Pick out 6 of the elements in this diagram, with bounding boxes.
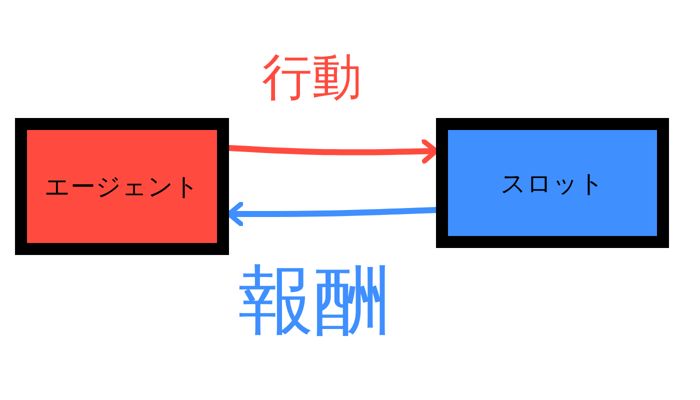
process-box	[436, 118, 669, 248]
edge-label: 行動	[262, 52, 362, 102]
node-label: エージェント	[44, 171, 200, 203]
node-label: スロット	[500, 168, 604, 200]
edge-label: 報酬	[238, 262, 390, 338]
process-box	[15, 118, 229, 255]
